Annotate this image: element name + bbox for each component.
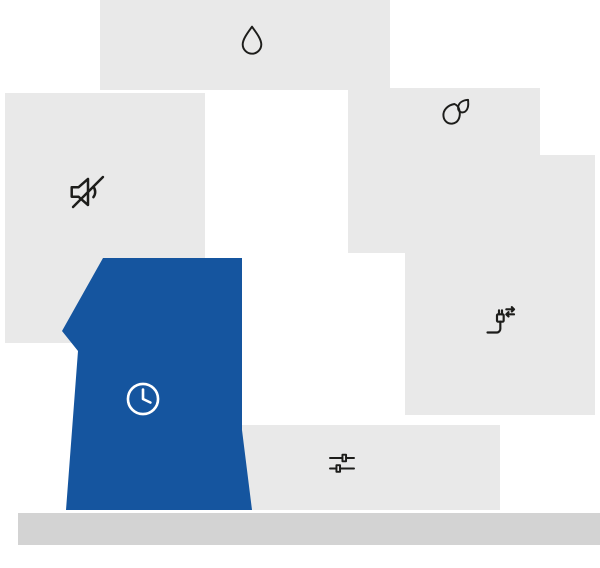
eco-leaves-icon: [442, 98, 470, 125]
water-drop-icon: [241, 25, 263, 55]
speaker-muted-icon: [70, 175, 105, 209]
tile-water[interactable]: [100, 0, 390, 90]
sliders-icon: [329, 453, 355, 473]
clock-icon: [122, 378, 164, 420]
bottom-bar: [18, 513, 600, 545]
tile-settings[interactable]: [210, 425, 500, 510]
plug-cable-icon: [486, 306, 516, 334]
tile-connectivity[interactable]: [405, 155, 595, 415]
